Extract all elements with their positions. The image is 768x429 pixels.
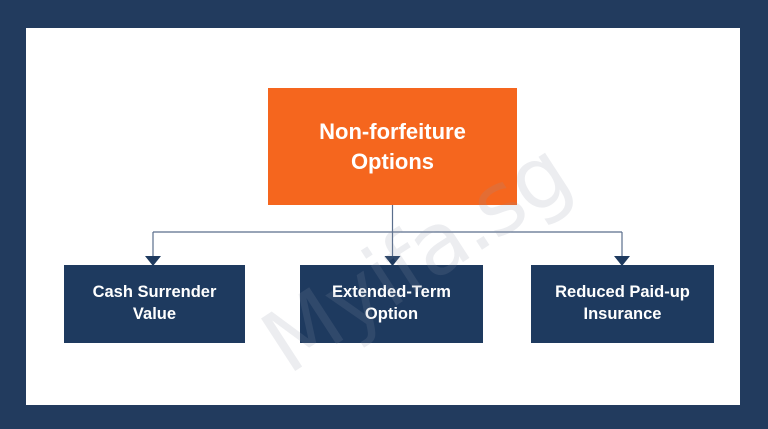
- arrowhead-right-icon: [614, 256, 630, 266]
- node-reduced-paid-up-insurance-label: Reduced Paid-up Insurance: [545, 282, 700, 326]
- node-extended-term-option-label: Extended-Term Option: [322, 282, 461, 326]
- node-extended-term-option: Extended-Term Option: [300, 265, 483, 343]
- node-cash-surrender-value: Cash Surrender Value: [64, 265, 245, 343]
- node-root-line1: Non-forfeiture: [319, 119, 466, 145]
- node-cash-surrender-value-label: Cash Surrender Value: [83, 282, 227, 326]
- node-root-label: Non-forfeiture Options: [309, 117, 476, 175]
- node-child-1-line1: Cash Surrender: [92, 283, 217, 302]
- diagram-canvas: Non-forfeiture Options Cash Surrender Va…: [26, 28, 740, 405]
- arrowhead-center-icon: [384, 256, 401, 266]
- node-child-2-line2: Option: [364, 305, 419, 323]
- node-child-3-line1: Reduced Paid-up: [555, 283, 690, 302]
- arrowhead-left-icon: [145, 256, 161, 266]
- node-root-line2: Options: [350, 148, 435, 174]
- node-reduced-paid-up-insurance: Reduced Paid-up Insurance: [531, 265, 714, 343]
- node-child-2-line1: Extended-Term: [332, 283, 451, 302]
- connector-lines: [145, 205, 630, 266]
- node-root: Non-forfeiture Options: [268, 88, 517, 205]
- node-child-1-line2: Value: [132, 305, 177, 323]
- node-child-3-line2: Insurance: [583, 305, 662, 323]
